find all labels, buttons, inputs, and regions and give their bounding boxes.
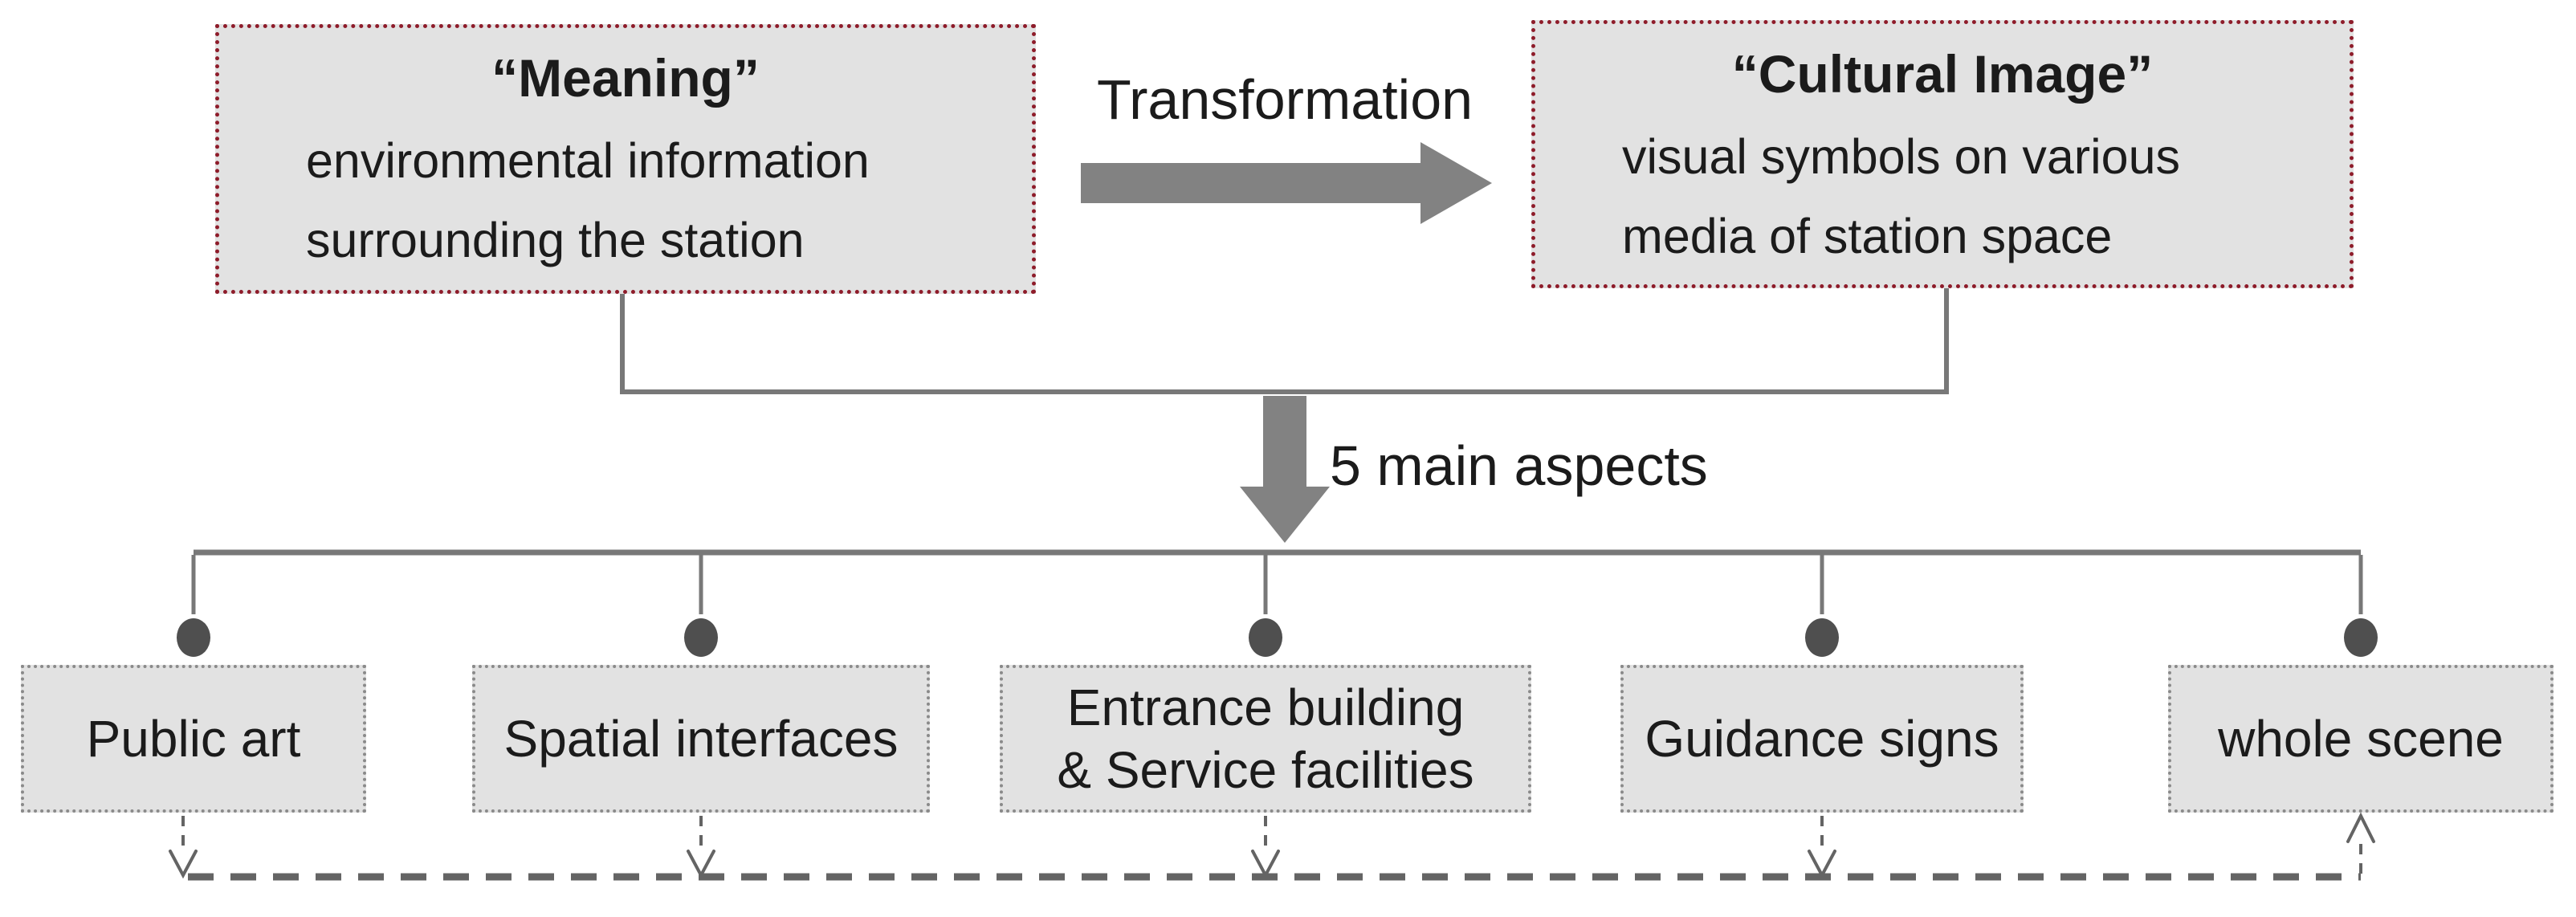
aspect-box-entrance-building: Entrance building & Service facilities [1000,665,1531,813]
aspect-box-public-art: Public art [21,665,366,813]
meaning-box-body: environmental information surrounding th… [306,121,1000,280]
meaning-box-body-line: environmental information [306,133,870,188]
cultural-box-body-line: media of station space [1622,209,2113,263]
cultural-box-body-line: visual symbols on various [1622,129,2181,184]
down-open-arrow-icon-entrance [1251,850,1280,879]
aspect-box-guidance-signs: Guidance signs [1620,665,2024,813]
right-arrow-icon [1081,142,1492,224]
node-dot-guidance-signs [1805,618,1839,657]
down-open-arrow-icon-public-art [169,850,198,879]
cultural-box-body: visual symbols on various media of stati… [1622,117,2317,276]
node-dot-spatial-interfaces [684,618,718,657]
meaning-box-title: “Meaning” [491,48,760,108]
meaning-box-body-line: surrounding the station [306,213,805,267]
node-dot-entrance [1249,618,1282,657]
node-dot-whole-scene [2344,618,2378,657]
cultural-box-title: “Cultural Image” [1731,44,2154,104]
aspect-box-label: Guidance signs [1645,710,1999,768]
cultural-image-box: “Cultural Image” visual symbols on vario… [1531,20,2354,288]
up-open-arrow-icon-whole-scene [2346,812,2375,843]
meaning-box: “Meaning” environmental information surr… [215,24,1036,294]
aspect-box-label: Entrance building [1066,679,1465,736]
transformation-label: Transformation [1096,68,1473,131]
aspect-box-label: whole scene [2218,710,2504,768]
aspect-box-label: Spatial interfaces [503,710,899,768]
aspect-box-whole-scene: whole scene [2168,665,2554,813]
aspects-count-label: 5 main aspects [1330,434,1708,497]
down-arrow-icon [1240,396,1330,543]
down-open-arrow-icon-guidance-signs [1808,850,1836,879]
node-dot-public-art [177,618,210,657]
aspect-box-label: & Service facilities [1057,741,1474,799]
aspect-box-spatial-interfaces: Spatial interfaces [472,665,930,813]
down-open-arrow-icon-spatial-interfaces [687,850,715,879]
aspect-box-label: Public art [86,710,301,768]
